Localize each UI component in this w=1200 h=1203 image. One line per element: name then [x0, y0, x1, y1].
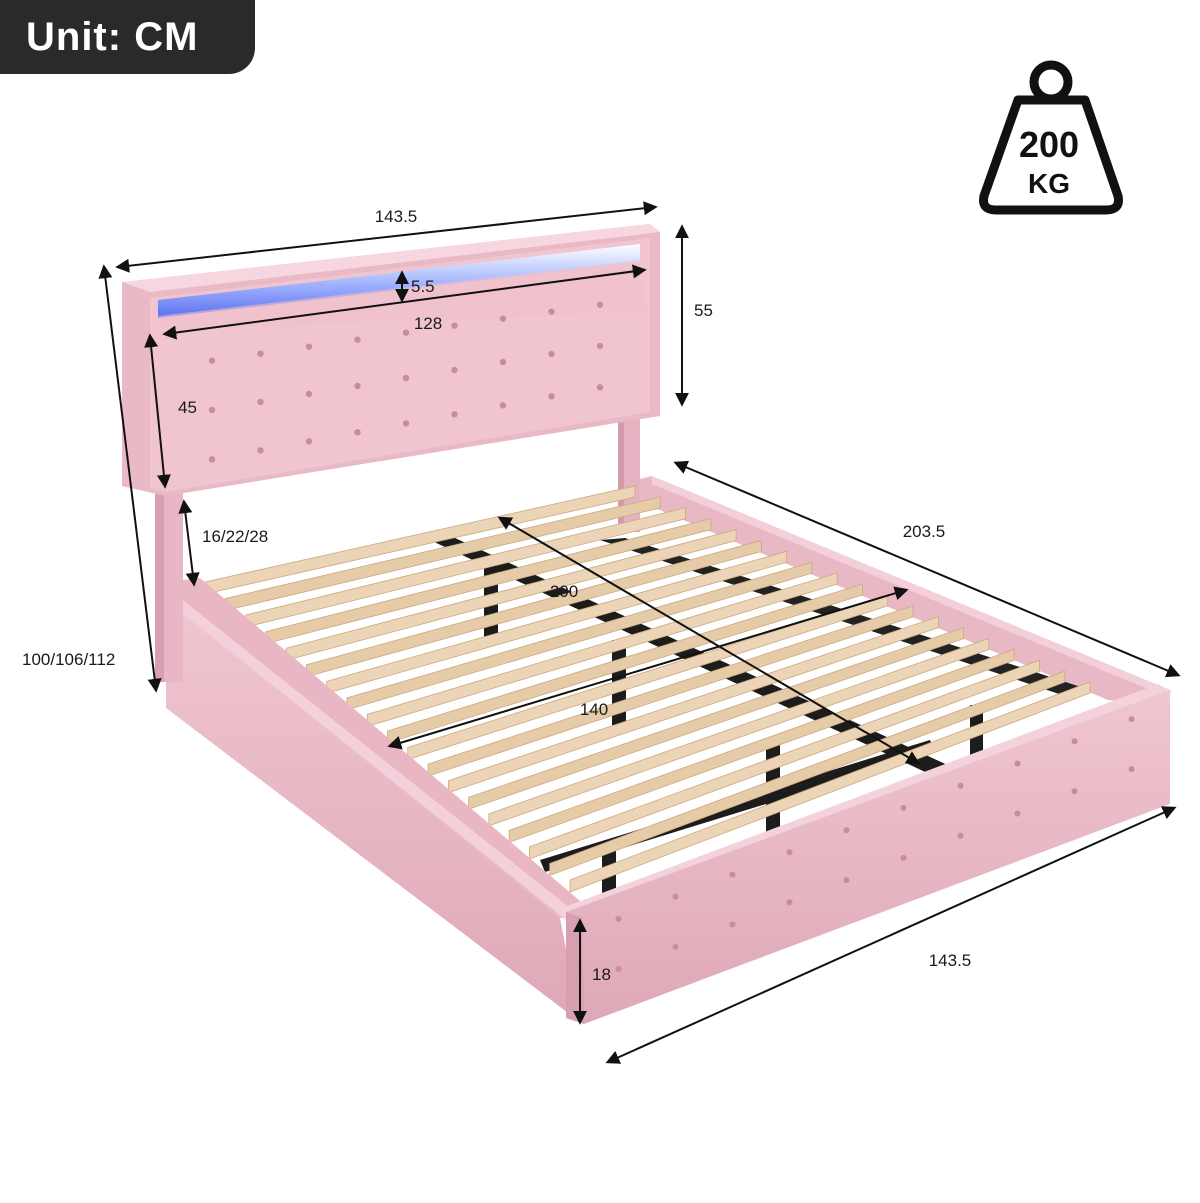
unit-badge: Unit: CM — [0, 0, 255, 74]
tuft-button — [208, 406, 216, 414]
tuft-button — [208, 357, 216, 364]
tuft-button — [402, 329, 410, 336]
label-headboard-height: 55 — [694, 301, 713, 320]
tuft-button — [451, 366, 458, 374]
tuft-button — [1014, 760, 1021, 767]
tuft-button — [1014, 810, 1021, 817]
tuft-button — [402, 420, 410, 427]
tuft-button — [208, 456, 216, 463]
tuft-button — [305, 343, 313, 350]
tuft-button — [499, 358, 507, 366]
tuft-button — [957, 782, 964, 789]
label-light-strip-height: 5.5 — [411, 277, 435, 296]
label-overall-length: 203.5 — [903, 522, 946, 541]
tuft-button — [548, 393, 555, 400]
dim-line-overall-height — [98, 264, 162, 693]
tuft-button — [900, 854, 907, 861]
label-leg-clearance: 16/22/28 — [202, 527, 268, 546]
weight-unit: KG — [1028, 168, 1070, 199]
tuft-button — [1071, 738, 1078, 745]
label-light-strip-width: 128 — [414, 314, 442, 333]
dim-line-slat-width — [387, 586, 909, 750]
dim-line-leg-clearance — [178, 499, 200, 587]
tuft-button — [451, 322, 458, 329]
weight-icon: 200 KG — [979, 60, 1123, 215]
label-slat-width: 140 — [580, 700, 608, 719]
tuft-button — [786, 849, 793, 856]
label-rail-height: 18 — [592, 965, 611, 984]
tuft-button — [1128, 766, 1135, 773]
tuft-button — [499, 402, 507, 409]
tuft-button — [402, 374, 410, 382]
label-slat-length: 200 — [550, 582, 578, 601]
tuft-button — [786, 899, 793, 906]
tuft-button — [305, 390, 313, 398]
tuft-button — [596, 301, 604, 308]
label-footboard-width: 143.5 — [929, 951, 972, 970]
label-headboard-width: 143.5 — [375, 207, 418, 226]
tuft-button — [354, 382, 361, 390]
tuft-button — [548, 308, 555, 315]
label-overall-height: 100/106/112 — [22, 650, 115, 669]
label-tufted-height: 45 — [178, 398, 197, 417]
tuft-button — [615, 915, 622, 922]
tuft-button — [499, 315, 507, 322]
dim-line-footboard-width — [605, 806, 1177, 1064]
tuft-button — [1071, 788, 1078, 795]
dim-line-headboard-width — [115, 201, 658, 273]
tuft-button — [1128, 716, 1135, 723]
tuft-button — [257, 350, 264, 357]
tuft-button — [672, 893, 679, 900]
tuft-button — [451, 411, 458, 418]
tuft-button — [354, 429, 361, 436]
tuft-button — [729, 921, 736, 928]
dimension-lines — [98, 201, 1181, 1064]
tuft-button — [843, 877, 850, 884]
dimension-labels: 143.5 5.5 128 55 45 16/22/28 100/106/112… — [22, 207, 971, 984]
tuft-button — [957, 832, 964, 839]
tuft-button — [729, 871, 736, 878]
tuft-button — [548, 350, 555, 358]
headboard-post-right — [618, 412, 640, 532]
tuft-button — [596, 342, 604, 350]
tuft-button — [672, 943, 679, 950]
tuft-button — [843, 827, 850, 834]
unit-label: Unit: CM — [26, 14, 199, 59]
tuft-button — [900, 804, 907, 811]
tuft-button — [257, 447, 264, 454]
tuft-button — [257, 398, 264, 406]
left-side-rail — [166, 578, 586, 1022]
weight-value: 200 — [1019, 124, 1079, 165]
tuft-button — [615, 965, 622, 972]
tuft-button — [596, 384, 604, 391]
tuft-button — [305, 438, 313, 445]
dim-line-light-strip-width — [162, 264, 647, 340]
tuft-button — [354, 336, 361, 343]
dim-line-overall-length — [673, 460, 1181, 678]
